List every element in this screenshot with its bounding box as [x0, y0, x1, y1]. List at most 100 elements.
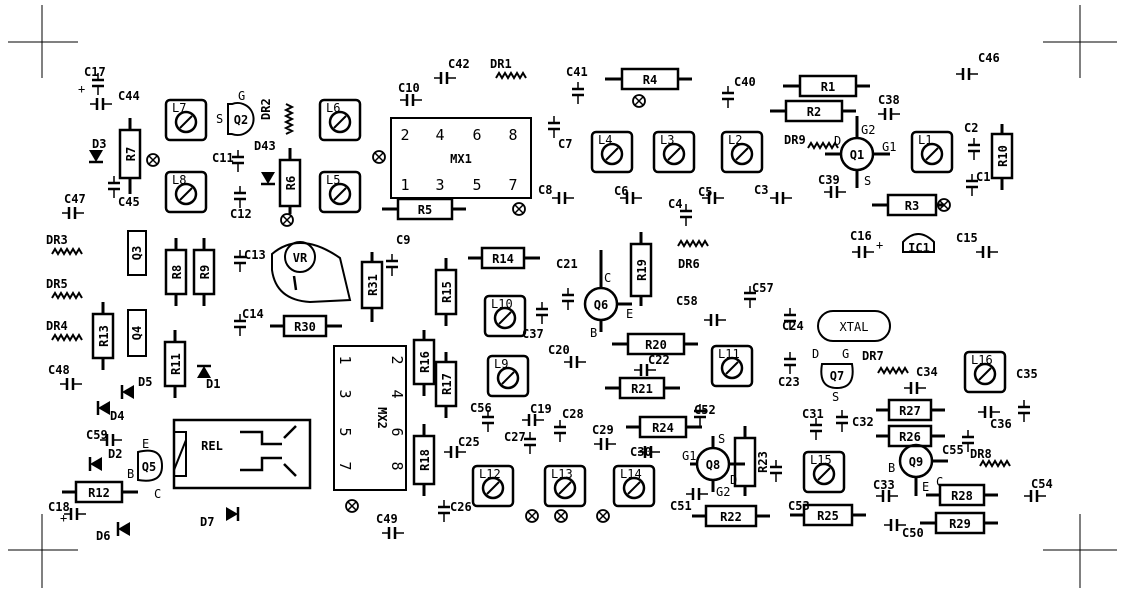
resistor-r6: R6	[278, 148, 302, 214]
capacitor-c27: C27	[504, 430, 536, 454]
capacitor-c42-label: C42	[448, 57, 470, 71]
coil-l6: L6	[318, 98, 362, 142]
resistor-r25: R25	[790, 503, 866, 527]
mx2-pin-4: 4	[388, 389, 406, 398]
capacitor-c14: C14	[234, 307, 264, 336]
pin-letter: B	[590, 326, 597, 340]
capacitor-c58-label: C58	[676, 294, 698, 308]
mixer-mx2: 1 3 5 7 MX2 2 4 6 8	[333, 345, 407, 491]
q3-label: Q3	[130, 246, 144, 260]
capacitor-c36: C36	[978, 406, 1012, 431]
resistor-r20: R20	[612, 332, 698, 356]
mx2-pin-6: 6	[388, 427, 406, 436]
pin-letter: S	[832, 390, 839, 404]
capacitor-c51-label: C51	[670, 499, 692, 513]
test-point-cross	[347, 501, 357, 511]
capacitor-c1-label: C1	[976, 170, 990, 184]
coil-l16-slot	[978, 367, 992, 381]
capacitor-c11-label: C11	[212, 151, 234, 165]
trimmer-label: VR	[293, 251, 308, 265]
capacitor-c21-label: C21	[556, 257, 578, 271]
capacitor-c37: C37	[522, 302, 548, 341]
pin-letter: G1	[682, 449, 696, 463]
q6-label: Q6	[594, 298, 608, 312]
coil-l8-label: L8	[172, 173, 186, 187]
pin-letter: B	[127, 467, 134, 481]
capacitor-c27-label: C27	[504, 430, 526, 444]
pin-letter: G2	[861, 123, 875, 137]
diode-d5-label: D5	[138, 375, 152, 389]
capacitor-c31-label: C31	[802, 407, 824, 421]
choke-dr8-label: DR8	[970, 447, 992, 461]
coil-l11-can	[710, 344, 754, 388]
capacitor-c9: C9	[386, 233, 410, 276]
coil-l4-label: L4	[598, 133, 612, 147]
resistor-r22: R22	[692, 504, 770, 528]
coil-l5-slug	[328, 182, 352, 206]
resistor-r27-label: R27	[899, 404, 921, 418]
resistor-r6-label: R6	[284, 176, 298, 190]
choke-dr4-winding	[51, 333, 83, 342]
q1-label: Q1	[850, 148, 864, 162]
capacitor-c47: C47	[62, 192, 86, 219]
pin-letter: C	[154, 487, 161, 501]
resistor-r23-label: R23	[756, 451, 770, 473]
choke-dr5-winding	[51, 291, 83, 300]
test-point	[596, 509, 610, 523]
capacitor-c8-label: C8	[538, 183, 552, 197]
capacitor-c54-label: C54	[1031, 477, 1053, 491]
choke-dr9-label: DR9	[784, 133, 806, 147]
test-point-ring	[525, 509, 539, 523]
capacitor-c56: C56	[470, 401, 494, 432]
coil-l12: L12	[471, 464, 515, 508]
capacitor-c40-label: C40	[734, 75, 756, 89]
coil-l11-slot	[725, 361, 739, 375]
diode-d6: D6	[96, 522, 130, 543]
coil-l14-can	[612, 464, 656, 508]
pin-letter: S	[718, 432, 725, 446]
choke-dr2: DR2	[259, 98, 295, 135]
q7-label: Q7	[830, 369, 844, 383]
resistor-r10-label: R10	[996, 145, 1010, 167]
test-point-cross	[939, 200, 949, 210]
capacitor-c4-label: C4	[668, 197, 682, 211]
coil-l1-label: L1	[918, 133, 932, 147]
resistor-r17-label: R17	[440, 373, 454, 395]
coil-l3: L3	[652, 130, 696, 174]
capacitor-c47-label: C47	[64, 192, 86, 206]
choke-dr3-label: DR3	[46, 233, 68, 247]
coil-l2-slot	[735, 147, 749, 161]
resistor-r30: R30	[270, 314, 342, 338]
resistor-r10: R10	[990, 124, 1014, 190]
capacitor-c18: C18	[48, 500, 86, 520]
resistor-r25-label: R25	[817, 509, 839, 523]
q8-label: Q8	[706, 458, 720, 472]
capacitor-c56-label: C56	[470, 401, 492, 415]
diode-d2-label: D2	[108, 447, 122, 461]
capacitor-c25-label: C25	[458, 435, 480, 449]
capacitors-layer: C17C44C42C10C41C40C46C38C2C11C12C45C47C7…	[48, 51, 1053, 540]
mixer-mx1: 2 4 6 8 MX1 1 3 5 7	[390, 117, 532, 199]
coil-l2-slug	[730, 142, 754, 166]
resistor-r23: R23	[733, 426, 770, 496]
capacitor-c46-label: C46	[978, 51, 1000, 65]
pin-letter: C	[936, 475, 943, 489]
mx1-pin-5: 5	[472, 176, 481, 194]
test-point-ring	[280, 213, 294, 227]
coil-l12-slot	[486, 481, 500, 495]
coil-l9-can	[486, 354, 530, 398]
transistor-q5: Q5	[137, 449, 164, 482]
resistor-r26-label: R26	[899, 430, 921, 444]
coil-l7-slot	[179, 115, 193, 129]
capacitor-c6: C6	[614, 184, 642, 204]
pin-letter: B	[888, 461, 895, 475]
diode-d43-label: D43	[254, 139, 276, 153]
capacitor-c11: C11	[212, 150, 244, 172]
coil-l15-label: L15	[810, 453, 832, 467]
capacitor-c49: C49	[376, 512, 404, 539]
test-point	[937, 198, 951, 212]
resistor-r19-label: R19	[635, 259, 649, 281]
plus-sign: +	[876, 238, 883, 252]
diode-d2: D2	[88, 447, 122, 471]
capacitor-c17-label: C17	[84, 65, 106, 79]
